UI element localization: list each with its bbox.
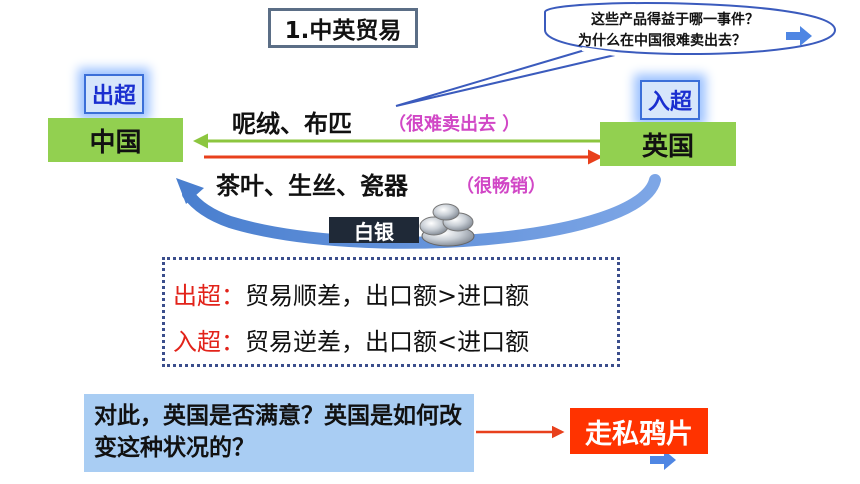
definition-term: 出超： [173, 282, 245, 310]
silver-ingots-icon [419, 203, 475, 247]
definition-surplus: 出超：贸易顺差，出口额>进口额 [173, 276, 529, 311]
china-status-badge: 出超 [84, 74, 144, 114]
answer-box[interactable]: 走私鸦片 [570, 408, 708, 454]
import-note: （很难卖出去 ） [388, 114, 521, 135]
definition-deficit: 入超：贸易逆差，出口额<进口额 [173, 322, 529, 357]
britain-box: 英国 [600, 122, 736, 166]
bubble-question-2: 为什么在中国很难卖出去？ [578, 33, 746, 49]
definition-text: 贸易逆差，出口额<进口额 [245, 328, 530, 356]
bubble-question-1: 这些产品得益于哪一事件？ [591, 12, 759, 28]
definition-term: 入超： [173, 328, 245, 356]
blue-right-arrow-icon [786, 26, 812, 46]
export-note: （很畅销） [456, 176, 546, 197]
export-goods: 茶叶、生丝、瓷器 [216, 172, 408, 200]
question-box: 对此，英国是否满意？英国是如何改变这种状况的？ [84, 394, 474, 472]
blue-right-arrow-icon-2 [650, 450, 676, 470]
definition-text: 贸易顺差，出口额>进口额 [245, 282, 530, 310]
definitions-box: 出超：贸易顺差，出口额>进口额 入超：贸易逆差，出口额<进口额 [162, 257, 620, 367]
china-box: 中国 [48, 118, 183, 162]
import-goods: 呢绒、布匹 [232, 110, 352, 138]
silver-label: 白银 [329, 217, 419, 244]
speech-bubble [395, 2, 837, 107]
britain-status-badge: 入超 [640, 80, 700, 120]
page-title: 1.中英贸易 [268, 8, 418, 48]
